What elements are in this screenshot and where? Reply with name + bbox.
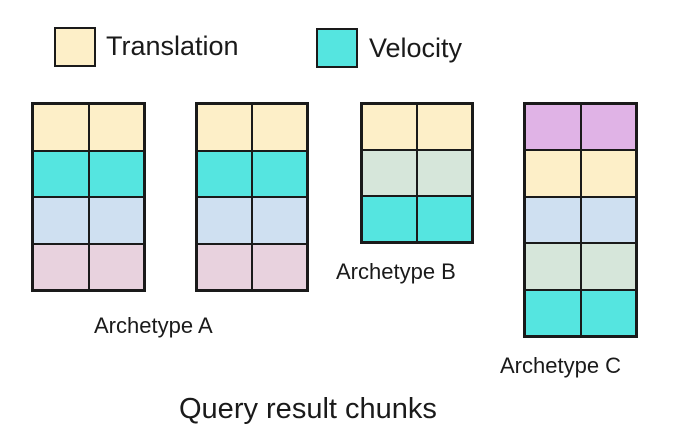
legend-label-translation: Translation [106,31,239,61]
component-cell-pink [33,243,89,290]
component-cell-purple [525,104,581,151]
component-cell-blue [580,196,636,244]
component-cell-translation [33,104,89,151]
archetype-c-caption: Archetype C [500,353,622,378]
component-cell-blue [88,197,144,244]
component-cell-velocity [33,150,89,197]
component-cell-velocity [252,150,307,197]
component-cell-blue [33,197,89,244]
component-cell-velocity [525,289,581,336]
component-cell-blue [197,197,252,244]
component-cell-green [525,243,581,290]
legend-label-velocity: Velocity [369,33,463,63]
archetype-a-chunk-1 [31,102,146,292]
component-cell-velocity [362,196,417,242]
archetype-b-caption: Archetype B [336,259,456,284]
component-cell-velocity [417,196,472,242]
component-cell-translation [88,104,144,151]
component-cell-blue [525,196,581,244]
component-cell-translation [580,150,636,197]
legend-swatch-velocity [316,28,358,68]
archetype-b-chunk [360,102,474,244]
component-cell-pink [252,243,307,290]
component-cell-blue [252,197,307,244]
diagram-title: Query result chunks [179,393,437,425]
archetype-c-chunk [523,102,638,338]
component-cell-translation [362,104,417,150]
component-cell-green [580,243,636,290]
component-cell-green [362,150,417,196]
component-cell-translation [417,104,472,150]
archetype-a-caption: Archetype A [94,313,213,338]
component-cell-purple [580,104,636,151]
component-cell-translation [525,150,581,197]
component-cell-velocity [197,150,252,197]
component-cell-translation [252,104,307,151]
component-cell-pink [88,243,144,290]
component-cell-pink [197,243,252,290]
archetype-a-chunk-2 [195,102,309,292]
component-cell-translation [197,104,252,151]
legend-swatch-translation [54,27,96,67]
component-cell-green [417,150,472,196]
component-cell-velocity [88,150,144,197]
component-cell-velocity [580,289,636,336]
